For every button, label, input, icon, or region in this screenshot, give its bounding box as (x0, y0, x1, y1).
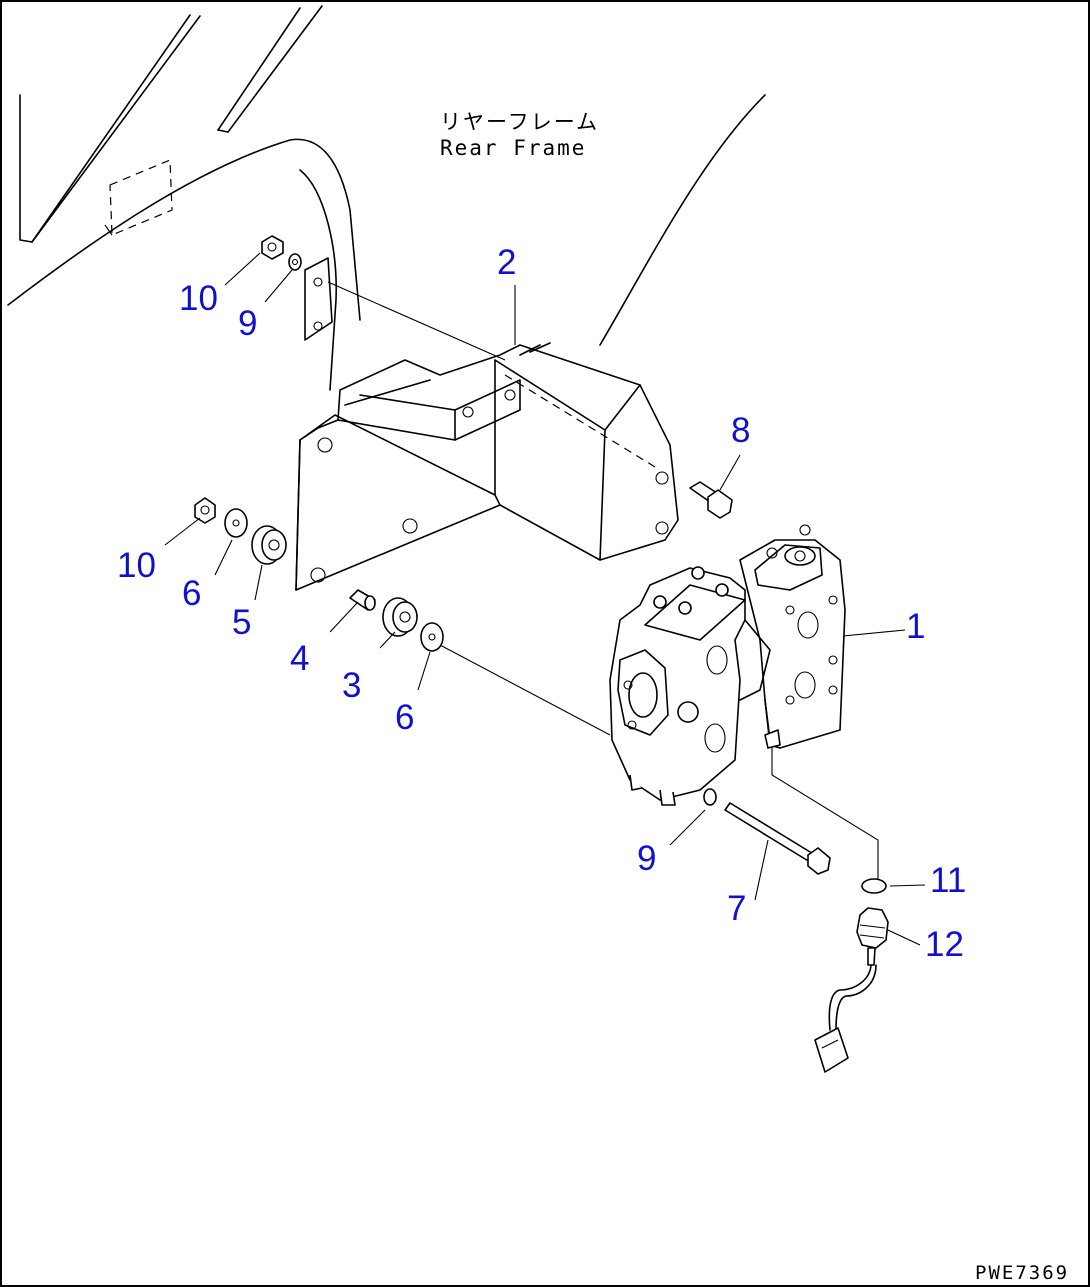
assembly-line-washer (439, 644, 611, 736)
frame-plate (304, 257, 333, 341)
callout-12: 12 (925, 925, 964, 964)
switch-part-12 (814, 907, 889, 1073)
washer-part-6-right (420, 622, 444, 652)
bracket-part-2 (295, 342, 679, 591)
callout-7: 7 (727, 889, 746, 928)
frame-label-jp: リヤーフレーム (440, 110, 599, 134)
assembly-line-bracket (504, 374, 661, 471)
callout-leaders (164, 252, 926, 946)
drawing-id: PWE7369 (975, 1262, 1069, 1284)
callout-6-left: 6 (182, 574, 201, 613)
callout-2: 2 (497, 243, 516, 282)
frame-label-en: Rear Frame (440, 136, 586, 160)
assembly-line-bolt (327, 281, 506, 361)
callout-10-lower: 10 (117, 546, 156, 585)
callout-3: 3 (342, 666, 361, 705)
callout-10-upper: 10 (179, 279, 218, 318)
callout-6-right: 6 (395, 698, 414, 737)
callout-9-lower: 9 (637, 839, 656, 878)
callout-4: 4 (290, 639, 309, 678)
collar-part-4 (349, 589, 376, 611)
cushion-part-5 (251, 525, 287, 565)
valve-part-1 (609, 524, 879, 880)
callout-5: 5 (232, 603, 251, 642)
rear-frame-drawing (7, 5, 766, 391)
callout-9-upper: 9 (238, 304, 257, 343)
washer-part-9-upper (288, 253, 302, 271)
o-ring-part-11 (861, 878, 887, 894)
nut-part-10-upper (261, 235, 284, 260)
nut-part-10-lower (194, 497, 216, 524)
callout-8: 8 (731, 411, 750, 450)
washer-part-6-left (224, 508, 248, 538)
cushion-part-3 (382, 597, 418, 637)
callout-1: 1 (906, 607, 925, 646)
callout-11: 11 (930, 861, 966, 900)
bolt-part-8 (689, 481, 733, 519)
long-bolt-part-7 (724, 802, 831, 875)
washer-part-9-lower (703, 788, 717, 806)
